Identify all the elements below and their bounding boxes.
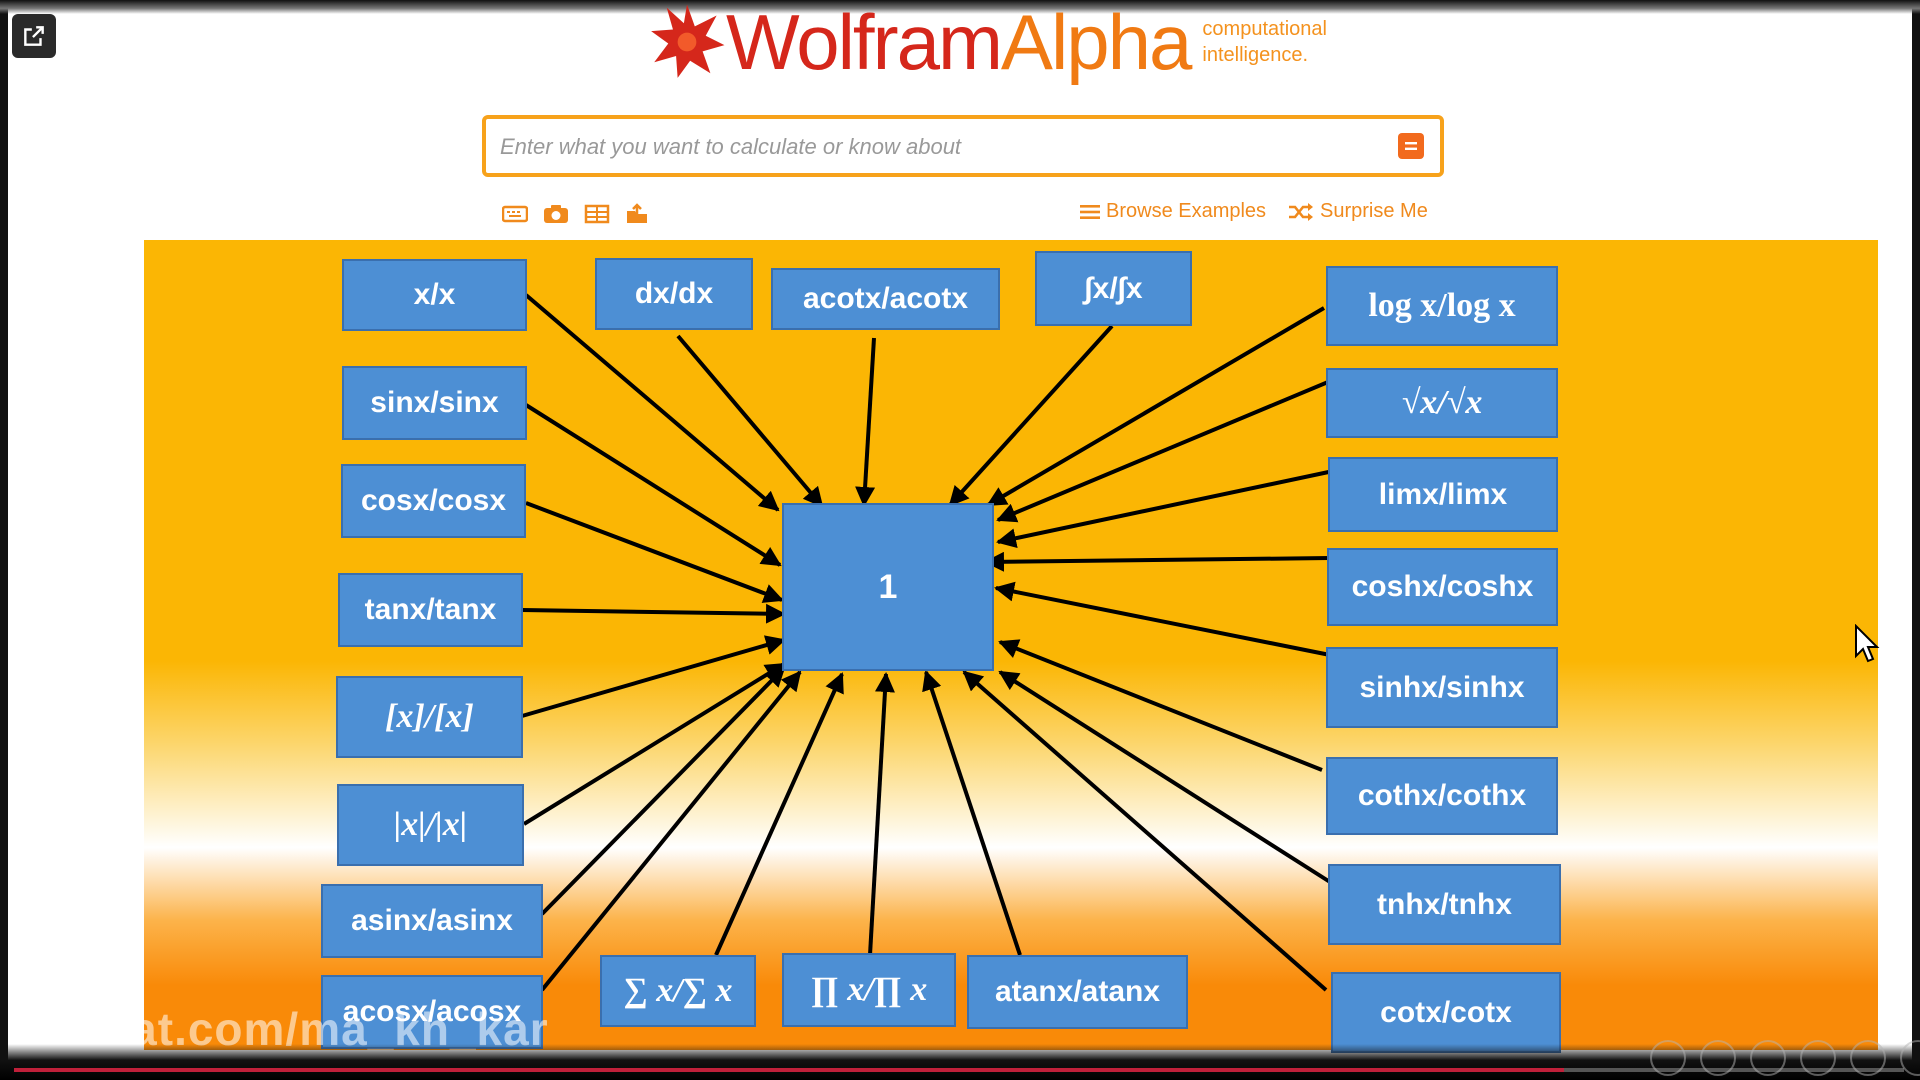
search-input[interactable] bbox=[498, 119, 1362, 175]
more-icon[interactable] bbox=[1650, 1040, 1686, 1076]
video-progress-remaining[interactable] bbox=[1564, 1068, 1904, 1072]
previous-icon[interactable] bbox=[1850, 1040, 1886, 1076]
video-progress-bar[interactable] bbox=[14, 1068, 1564, 1072]
logo-alpha-text: Alpha bbox=[1000, 0, 1192, 86]
mouse-cursor-icon bbox=[1855, 624, 1880, 663]
box-acotx-over-acotx: acotx/acotx bbox=[771, 268, 1000, 330]
video-frame-bottom bbox=[0, 1044, 1920, 1080]
search-submit-button[interactable] bbox=[1398, 133, 1424, 159]
surprise-me-link[interactable]: Surprise Me bbox=[1288, 200, 1428, 223]
browse-examples-link[interactable]: Browse Examples bbox=[1080, 200, 1266, 223]
box-log-x-over-log-x: log x/log x bbox=[1326, 266, 1558, 346]
player-controls bbox=[1650, 1040, 1920, 1076]
logo-tagline: computational intelligence. bbox=[1202, 16, 1327, 68]
box-atanx-over-atanx: atanx/atanx bbox=[967, 955, 1188, 1029]
external-link-icon bbox=[24, 26, 44, 46]
wolfram-star-icon bbox=[651, 4, 725, 78]
box-tnhx-over-tnhx: tnhx/tnhx bbox=[1328, 864, 1561, 945]
equals-icon bbox=[1405, 142, 1417, 150]
box-integral-x-over-integral-x: ∫x/∫x bbox=[1035, 251, 1192, 326]
save-icon[interactable] bbox=[1750, 1040, 1786, 1076]
video-frame-left bbox=[0, 0, 8, 1080]
box-limx-over-limx: limx/limx bbox=[1328, 457, 1558, 532]
zoom-icon[interactable] bbox=[1700, 1040, 1736, 1076]
box-cosx-over-cosx: cosx/cosx bbox=[341, 464, 526, 538]
box-tanx-over-tanx: tanx/tanx bbox=[338, 573, 523, 647]
video-frame-right bbox=[1912, 0, 1920, 1080]
box-coshx-over-coshx: coshx/coshx bbox=[1327, 548, 1558, 626]
menu-icon bbox=[1080, 204, 1100, 219]
next-icon[interactable] bbox=[1900, 1040, 1920, 1076]
box-sqrt-x-over-sqrt-x: √x/√x bbox=[1326, 368, 1558, 438]
browse-examples-label: Browse Examples bbox=[1106, 200, 1267, 222]
box-abs-x-over-abs-x: |x|/|x| bbox=[337, 784, 524, 866]
center-box: 1 bbox=[782, 503, 994, 671]
box-sum-x-over-sum-x: ∑ x/∑ x bbox=[600, 955, 756, 1027]
tagline-line-2: intelligence. bbox=[1202, 44, 1309, 66]
tagline-line-1: computational bbox=[1202, 18, 1327, 40]
box-asinx-over-asinx: asinx/asinx bbox=[321, 884, 543, 958]
box-cothx-over-cothx: cothx/cothx bbox=[1326, 757, 1558, 835]
keyboard-icon[interactable] bbox=[502, 203, 528, 225]
pen-icon[interactable] bbox=[1800, 1040, 1836, 1076]
box-acosx-over-acosx: acosx/acosx bbox=[321, 975, 543, 1049]
box-x-over-x: x/x bbox=[342, 259, 527, 331]
box-sinx-over-sinx: sinx/sinx bbox=[342, 366, 527, 440]
box-cotx-over-cotx: cotx/cotx bbox=[1331, 972, 1561, 1053]
box-floor-x-over-floor-x: [x]/[x] bbox=[336, 676, 523, 758]
popout-button[interactable] bbox=[12, 14, 56, 58]
box-sinhx-over-sinhx: sinhx/sinhx bbox=[1326, 647, 1558, 728]
wolframalpha-logo[interactable]: WolframAlpha computational intelligence. bbox=[648, 0, 1327, 84]
logo-wolfram-text: Wolfram bbox=[726, 0, 1003, 86]
box-product-x-over-product-x: ∏ x/∏ x bbox=[782, 953, 956, 1027]
surprise-me-label: Surprise Me bbox=[1320, 200, 1428, 222]
search-box bbox=[482, 115, 1444, 177]
table-icon[interactable] bbox=[584, 203, 610, 225]
box-dx-over-dx: dx/dx bbox=[595, 258, 753, 330]
video-frame-top bbox=[0, 0, 1920, 14]
shuffle-icon bbox=[1289, 202, 1313, 221]
camera-icon[interactable] bbox=[543, 203, 569, 225]
upload-icon[interactable] bbox=[624, 203, 650, 225]
